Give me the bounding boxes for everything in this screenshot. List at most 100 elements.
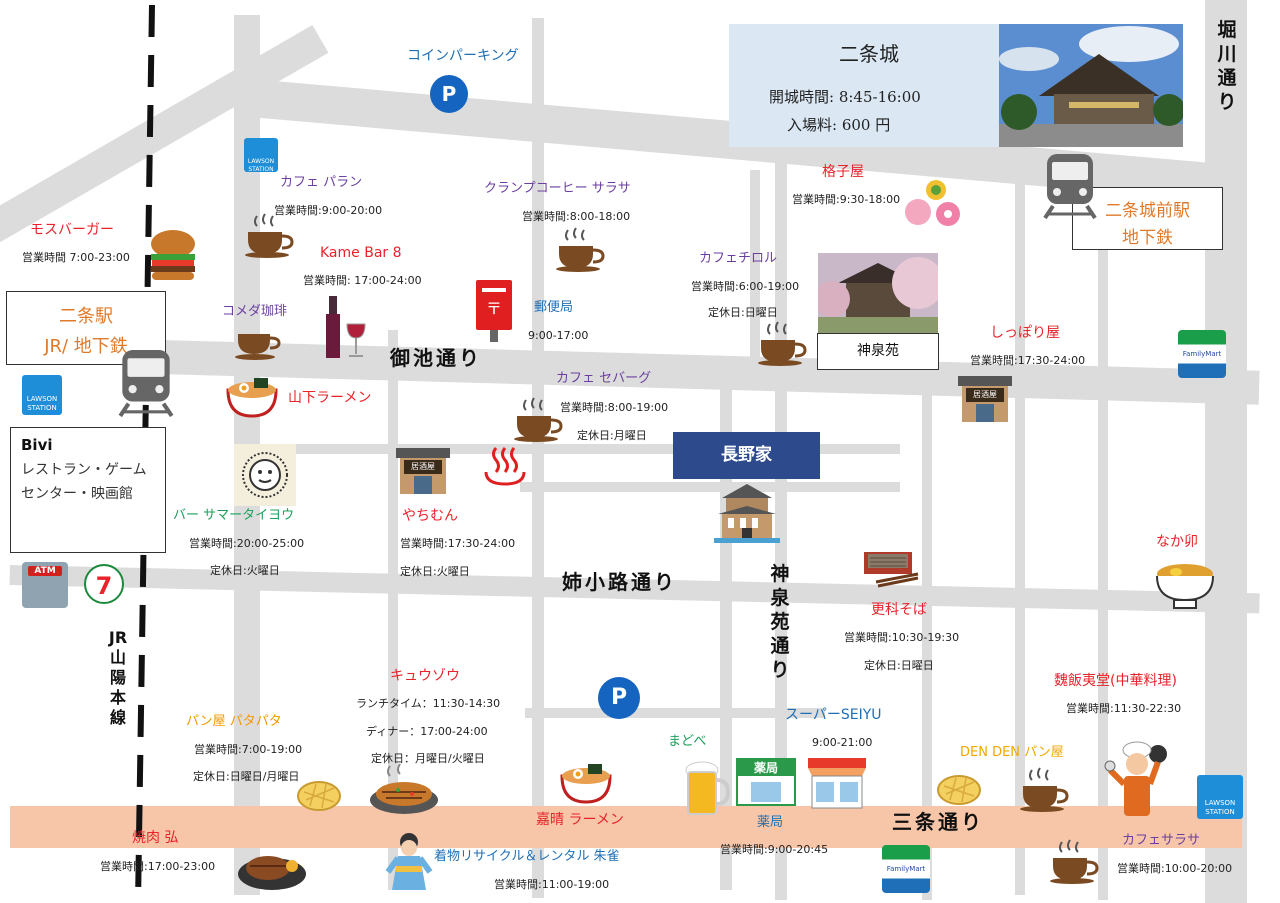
shop-kame-name[interactable]: Kame Bar 8	[320, 245, 402, 261]
parking-icon-bottom[interactable]: P	[598, 677, 640, 719]
pharmacy-sign: 薬局	[738, 760, 794, 776]
road-v1	[388, 330, 398, 890]
ramen-icon-kahare	[560, 764, 612, 804]
street-shinsenen: 神泉苑通り	[770, 563, 790, 681]
atm-label: ATM	[28, 566, 62, 576]
road-v2	[532, 18, 544, 898]
shop-nakau-name[interactable]: なか卯	[1156, 534, 1198, 550]
coffee-cup-icon-komeda	[235, 334, 281, 360]
shop-yakiniku-hours: 営業時間:17:00-23:00	[100, 860, 216, 873]
road-sanjo	[10, 806, 1242, 848]
shop-yamashita-name[interactable]: 山下ラーメン	[288, 390, 372, 406]
izakaya-icon-shippori: 居酒屋	[958, 376, 1012, 422]
shop-patapata-hours: 営業時間:7:00-19:00	[194, 743, 303, 756]
melon-pan-icon-denden	[937, 775, 981, 805]
road-lower	[525, 708, 825, 718]
road-v6	[1015, 175, 1025, 895]
shop-shippori-hours: 営業時間:17:30-24:00	[970, 354, 1086, 367]
road-v5	[922, 260, 932, 900]
train-icon-nijo	[118, 350, 174, 418]
coffee-cup-icon-sebago	[514, 397, 563, 442]
street-aneyakoji: 姉小路通り	[562, 570, 677, 594]
shop-summer-hours: 営業時間:20:00-25:00	[189, 537, 305, 550]
pharmacy-icon[interactable]: 薬局	[736, 758, 796, 806]
atm-icon[interactable]: ATM	[22, 562, 68, 608]
shop-pharmacy-hours: 営業時間:9:00-20:45	[720, 843, 829, 856]
nijo-castle-hours: 開城時間: 8:45-16:00	[769, 88, 921, 106]
izakaya-sign: 居酒屋	[966, 388, 1004, 402]
shop-gihan-name[interactable]: 魏飯夷堂(中華料理)	[1054, 673, 1177, 689]
shop-kahare-name[interactable]: 嘉晴 ラーメン	[536, 812, 624, 828]
shop-koshi-name[interactable]: 格子屋	[822, 164, 864, 180]
nijo-castle-fee: 入場料: 600 円	[787, 116, 891, 134]
road-middle	[240, 444, 900, 454]
coffee-cup-icon-crumb	[556, 227, 605, 272]
coffee-cup-icon-denden	[1020, 767, 1069, 812]
seven-eleven-icon[interactable]: 7	[84, 564, 124, 604]
shop-gihan-hours: 営業時間:11:30-22:30	[1066, 702, 1182, 715]
wagashi-icon	[905, 180, 960, 226]
shop-pharmacy-name[interactable]: 薬局	[757, 815, 784, 830]
shop-seiyu-name[interactable]: スーパーSEIYU	[785, 707, 882, 723]
shop-yachimun-name[interactable]: やちむん	[402, 508, 458, 524]
wine-icon	[326, 296, 366, 358]
nijo-station-name: 二条駅	[59, 306, 113, 327]
coin-parking-label: コインパーキング	[407, 48, 519, 64]
shop-patapata-closed: 定休日:日曜日/月曜日	[193, 770, 300, 783]
shop-post-hours: 9:00-17:00	[528, 329, 589, 342]
shop-chirol-name[interactable]: カフェチロル	[699, 251, 778, 266]
shop-komeda-name[interactable]: コメダ珈琲	[222, 304, 288, 319]
nagano-house-icon	[714, 484, 780, 543]
shop-post-name[interactable]: 郵便局	[534, 300, 574, 315]
shop-seiyu-hours: 9:00-21:00	[812, 736, 873, 749]
ramen-icon-yamashita	[226, 378, 278, 418]
donburi-icon	[1156, 564, 1214, 609]
melon-pan-icon	[297, 781, 341, 811]
lawson-icon-3[interactable]: LAWSON STATION	[1197, 775, 1243, 819]
shop-denden-name[interactable]: DEN DEN パン屋	[960, 745, 1064, 760]
shop-chirol-hours: 営業時間:6:00-19:00	[691, 280, 800, 293]
street-jr-line: JR 山陽本線	[108, 628, 128, 727]
shop-yachimun-hours: 営業時間:17:30-24:00	[400, 537, 516, 550]
shop-kimono-name[interactable]: 着物リサイクル＆レンタル 朱雀	[434, 849, 620, 864]
shop-sarashina-closed: 定休日:日曜日	[864, 659, 934, 672]
shop-summer-name[interactable]: バー サマータイヨウ	[173, 508, 295, 523]
road-v8	[750, 170, 760, 370]
steak-icon	[238, 856, 306, 890]
street-horikawa: 堀川通り	[1217, 19, 1237, 113]
shop-patapata-name[interactable]: パン屋 パタパタ	[186, 714, 282, 729]
lawson-icon-2[interactable]: LAWSON STATION	[22, 375, 62, 415]
shop-kimono-hours: 営業時間:11:00-19:00	[494, 878, 610, 891]
nijo-castle-title: 二条城	[839, 42, 899, 66]
familymart-icon-2[interactable]: FamilyMart	[882, 845, 930, 893]
shinsenen-photo	[818, 253, 938, 333]
svg-text:〒: 〒	[486, 299, 502, 318]
shop-kyuzo-closed: 定休日：月曜日/火曜日	[371, 752, 485, 765]
coffee-cup-icon	[245, 213, 294, 258]
familymart-icon-1[interactable]: FamilyMart	[1178, 330, 1226, 378]
shop-crumb-hours: 営業時間:8:00-18:00	[522, 210, 631, 223]
shop-kyuzo-dinner: ディナー：17:00-24:00	[366, 725, 488, 738]
shop-madobe-name[interactable]: まどべ	[668, 734, 707, 749]
shop-yakiniku-name[interactable]: 焼肉 弘	[132, 830, 179, 846]
shinsenen-label[interactable]: 神泉苑	[817, 333, 939, 370]
nagano-house-label[interactable]: 長野家	[673, 432, 820, 479]
parking-icon-top[interactable]: P	[430, 75, 468, 113]
shop-paran-name[interactable]: カフェ パラン	[280, 175, 363, 190]
lawson-icon-1[interactable]: LAWSON STATION	[244, 138, 278, 173]
okonomiyaki-icon	[370, 763, 438, 814]
shop-sebago-name[interactable]: カフェ セバーグ	[556, 371, 652, 386]
shop-shippori-name[interactable]: しっぽり屋	[990, 325, 1060, 341]
shop-mos-name[interactable]: モスバーガー	[30, 222, 114, 238]
shop-sarashina-name[interactable]: 更科そば	[871, 602, 927, 618]
road-v7	[1098, 240, 1108, 900]
shop-sarasa-name[interactable]: カフェサラサ	[1122, 833, 1201, 848]
beer-icon	[685, 761, 730, 815]
bivi-box[interactable]: Bivi レストラン・ゲームセンター・映画館	[10, 427, 166, 553]
bivi-title: Bivi	[21, 436, 53, 454]
nijojo-mae-station-box[interactable]: 二条城前駅 地下鉄	[1072, 187, 1223, 250]
street-sanjo: 三条通り	[892, 810, 984, 834]
shop-kyuzo-name[interactable]: キュウゾウ	[390, 668, 460, 684]
postbox-icon: 〒	[476, 280, 512, 342]
shop-crumb-name[interactable]: クランプコーヒー サラサ	[484, 181, 631, 196]
